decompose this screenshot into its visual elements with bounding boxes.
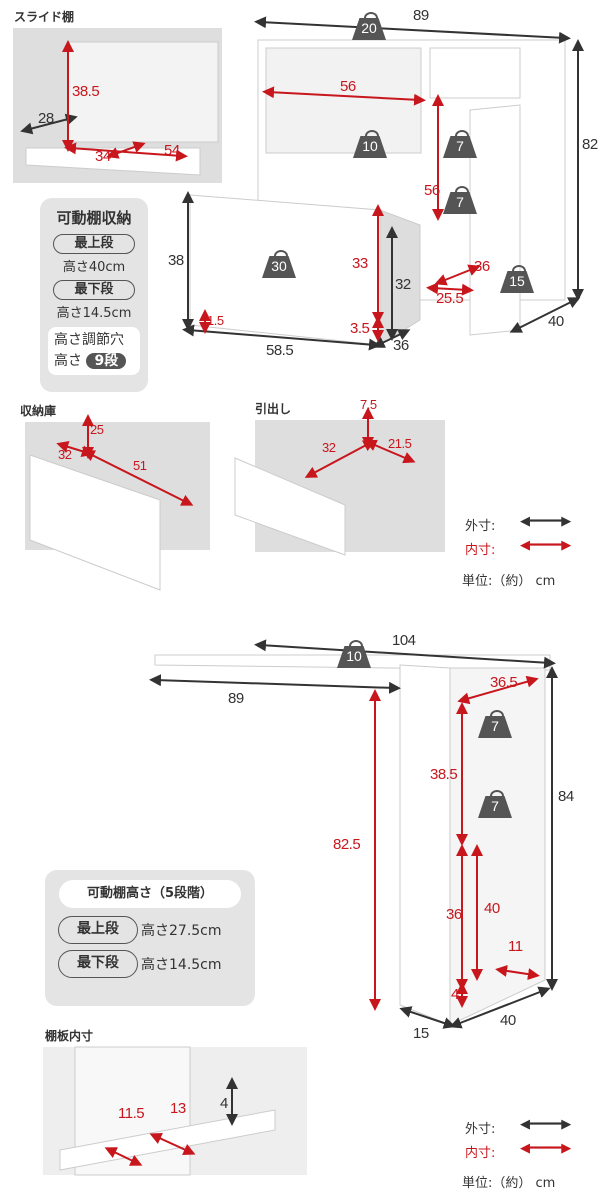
dim-drawer-width: 58.5	[266, 342, 294, 359]
dim-table-depth: 40	[500, 1012, 516, 1029]
dim-storage-h: 25	[90, 422, 104, 437]
holes-prefix: 高さ	[54, 353, 82, 369]
bottom-tier-badge: 最下段	[58, 950, 138, 978]
dim-table-inner-h2: 40	[484, 900, 500, 917]
weight-icon-bottom: 15	[500, 265, 534, 293]
bottom-tier-value: 高さ14.5cm	[56, 306, 132, 321]
legend-unit: 単位:（約） cm	[462, 1176, 556, 1191]
legend-inner-arrow: ◀━━━━▶	[520, 1141, 572, 1156]
panel-title: 可動棚高さ（5段階）	[59, 880, 241, 908]
dim-side-inner: 56	[424, 182, 440, 199]
top-tier-value: 高さ40cm	[62, 260, 126, 275]
dim-slide-inner-depth: 34	[95, 148, 111, 165]
storage-title: 収納庫	[20, 404, 57, 418]
dim-storage-w: 51	[133, 458, 147, 473]
weight-icon-side1: 7	[443, 130, 477, 158]
weight-icon-drawer: 30	[262, 250, 296, 278]
dim-shelf-h: 4	[220, 1095, 228, 1112]
legend-outer-arrow: ◀━━━━▶	[520, 514, 572, 529]
dim-side-inner-width: 25.5	[436, 290, 464, 307]
dim-table-width: 104	[392, 632, 416, 649]
top-tier-badge: 最上段	[58, 916, 138, 944]
dim-drawer-depth: 36	[393, 337, 409, 354]
bottom-tier-badge: 最下段	[53, 280, 135, 300]
bottom-tier-row: 最下段 高さ14.5cm	[58, 950, 255, 978]
dim-slide-inner-width: 54	[164, 142, 180, 159]
dim-drawer-h: 7.5	[360, 397, 377, 412]
panel-title: 可動棚収納	[56, 209, 132, 227]
dim-drawer-gap: 3.5	[350, 320, 370, 337]
adjustable-shelf-panel: 可動棚収納 最上段 高さ40cm 最下段 高さ14.5cm 高さ調節穴 高さ 9…	[40, 198, 148, 392]
dim-storage-d: 32	[58, 447, 72, 462]
dim-drawer-d: 32	[322, 440, 336, 455]
dim-depth: 40	[548, 313, 564, 330]
dim-width: 89	[413, 7, 429, 24]
slide-shelf-title: スライド棚	[14, 10, 75, 24]
legend-inner-label: 内寸:	[465, 1146, 496, 1161]
adjustable-shelf-height-panel: 可動棚高さ（5段階） 最上段 高さ27.5cm 最下段 高さ14.5cm	[45, 870, 255, 1006]
top-tier-value: 高さ27.5cm	[141, 923, 222, 939]
dim-inner-width: 56	[340, 78, 356, 95]
top-tier-row: 最上段 高さ27.5cm	[58, 916, 255, 944]
dim-drawer-height2: 32	[395, 276, 411, 293]
dim-table-shelf-h: 38.5	[430, 766, 458, 783]
dim-side-inner-depth: 36	[474, 258, 490, 275]
holes-title: 高さ調節穴	[54, 332, 124, 348]
dim-table-inner-h1: 36	[446, 906, 462, 923]
dim-shelf-b: 13	[170, 1100, 186, 1117]
drawer-title: 引出し	[255, 402, 292, 416]
dim-slide-height: 38.5	[72, 83, 100, 100]
top-tier-badge: 最上段	[53, 234, 135, 254]
dim-table-inner-w: 36.5	[490, 674, 518, 691]
holes-box: 高さ調節穴 高さ 9段	[48, 327, 140, 375]
weight-icon-shelf2: 7	[478, 790, 512, 818]
dim-table-inner-d: 11	[508, 938, 523, 955]
weight-icon-shelf1: 7	[478, 710, 512, 738]
dim-drawer-w: 21.5	[388, 436, 412, 451]
dim-table-height: 84	[558, 788, 574, 805]
dim-shelf-a: 11.5	[118, 1105, 145, 1122]
legend-inner-arrow: ◀━━━━▶	[520, 538, 572, 553]
dim-table-ext: 89	[228, 690, 244, 707]
dim-table-bottom: 4	[451, 986, 459, 1003]
dim-table-leg-height: 82.5	[333, 836, 361, 853]
shelf-board-title: 棚板内寸	[45, 1029, 94, 1043]
dim-height: 82	[582, 136, 598, 153]
dim-drawer-height: 38	[168, 252, 184, 269]
legend-outer-arrow: ◀━━━━▶	[520, 1117, 572, 1132]
dim-slide-depth: 28	[38, 110, 54, 127]
dim-drawer-bottom: 1.5	[207, 313, 224, 328]
legend-unit: 単位:（約） cm	[462, 574, 556, 589]
legend-outer-label: 外寸:	[465, 519, 496, 534]
holes-badge: 9段	[86, 353, 127, 369]
weight-icon-table: 10	[337, 640, 371, 668]
weight-icon-top: 20	[352, 12, 386, 40]
weight-icon-side2: 7	[443, 186, 477, 214]
legend-inner-label: 内寸:	[465, 543, 496, 558]
bottom-tier-value: 高さ14.5cm	[141, 957, 222, 973]
legend-outer-label: 外寸:	[465, 1122, 496, 1137]
dim-drawer-inner-height: 33	[352, 255, 368, 272]
dim-table-leg-width: 15	[413, 1025, 429, 1042]
weight-icon-shelf: 10	[353, 130, 387, 158]
